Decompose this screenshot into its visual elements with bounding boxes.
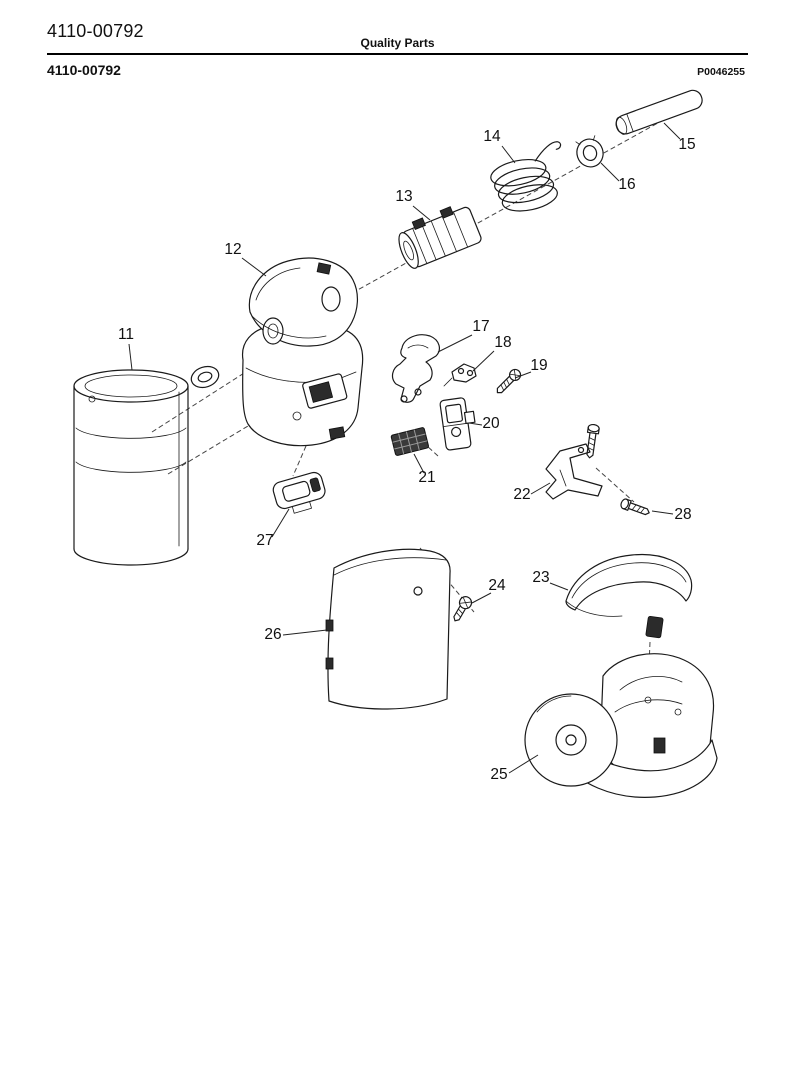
part-15-tube: [615, 89, 703, 135]
callout-25: 25: [490, 754, 539, 783]
callout-23: 23: [532, 569, 569, 591]
callout-17: 17: [437, 318, 490, 353]
callout-24: 24: [471, 577, 506, 604]
callout-13: 13: [395, 188, 431, 221]
callouts: 11 12 13 14 15 16: [118, 122, 696, 783]
model-number: 4110-00792: [47, 62, 121, 78]
part-22-screw: [586, 423, 600, 459]
callout-label-24: 24: [488, 577, 506, 594]
callout-21: 21: [413, 453, 436, 486]
callout-label-17: 17: [472, 318, 489, 335]
callout-27: 27: [256, 508, 290, 549]
callout-label-25: 25: [490, 766, 507, 783]
callout-label-13: 13: [395, 188, 412, 205]
callout-label-22: 22: [513, 486, 530, 503]
part-21-pad: [390, 427, 429, 456]
callout-label-23: 23: [532, 569, 549, 586]
part-25-motor-assembly: [524, 653, 718, 798]
part-12-upper-cover: [248, 257, 358, 347]
callout-label-18: 18: [494, 334, 511, 351]
callout-20: 20: [468, 415, 500, 432]
callout-28: 28: [651, 506, 692, 523]
header-rule: [47, 53, 748, 55]
callout-26: 26: [264, 626, 328, 643]
callout-12: 12: [224, 241, 267, 277]
part-23-top-cover: [565, 553, 693, 639]
part-27-latch: [272, 471, 326, 514]
callout-label-19: 19: [530, 357, 547, 374]
callout-label-12: 12: [224, 241, 241, 258]
part-20-switch-block: [439, 397, 476, 451]
figure-code: P0046255: [697, 66, 745, 78]
callout-15: 15: [663, 122, 696, 153]
callout-label-28: 28: [674, 506, 691, 523]
part-13-coupler: [398, 206, 482, 269]
callout-label-14: 14: [483, 128, 501, 145]
callout-16: 16: [600, 162, 636, 193]
callout-label-15: 15: [678, 136, 695, 153]
callout-11: 11: [118, 326, 134, 371]
part-24-screw: [453, 596, 473, 622]
page-title: Quality Parts: [360, 36, 435, 50]
callout-18: 18: [472, 334, 512, 372]
callout-label-26: 26: [264, 626, 281, 643]
part-19-screw: [496, 368, 522, 394]
callout-19: 19: [514, 357, 548, 379]
callout-22: 22: [513, 482, 551, 503]
callout-label-20: 20: [482, 415, 500, 432]
part-17-clamp: [391, 334, 440, 403]
callout-label-16: 16: [618, 176, 635, 193]
part-28-screw: [620, 498, 650, 516]
part-16-retainer-ring: [575, 135, 604, 168]
part-26-side-panel: [325, 548, 451, 710]
part-18-bracket: [443, 363, 477, 387]
callout-label-27: 27: [256, 532, 273, 549]
part-14-spring: [490, 141, 562, 212]
callout-14: 14: [483, 128, 516, 164]
doc-number: 4110-00792: [47, 21, 144, 41]
part-11-outer-shell: [73, 369, 189, 566]
seal-ring-drawing: [190, 365, 220, 389]
part-22-bracket: [545, 423, 603, 500]
callout-label-11: 11: [118, 326, 134, 343]
callout-label-21: 21: [418, 469, 435, 486]
